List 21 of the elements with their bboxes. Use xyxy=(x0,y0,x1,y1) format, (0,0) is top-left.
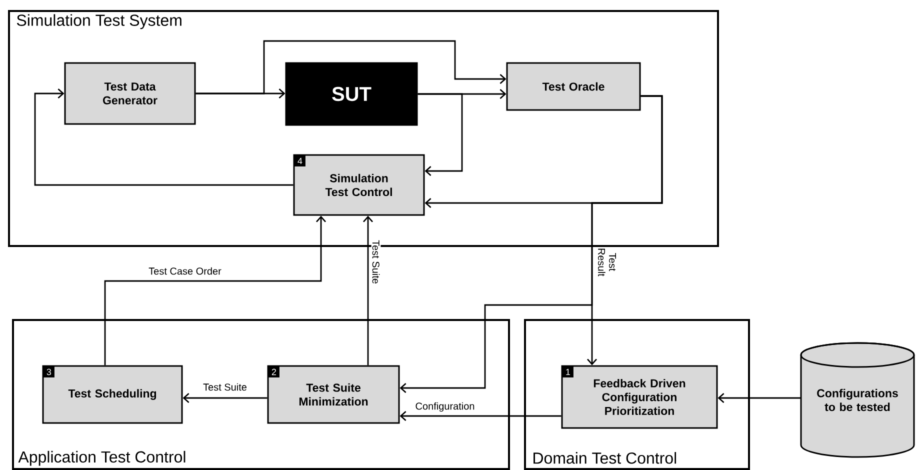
arrow xyxy=(104,216,326,366)
edge-label: Test Case Order xyxy=(148,266,222,276)
arrow xyxy=(400,95,663,394)
process-box: Test Data Generator xyxy=(64,62,196,125)
group-heading: Domain Test Control xyxy=(534,452,676,464)
process-box: Test Oracle xyxy=(506,62,641,111)
arrow xyxy=(34,88,294,186)
arrow xyxy=(418,93,463,176)
database-cylinder: Configurations to be tested xyxy=(800,342,915,458)
process-box: SUT xyxy=(285,62,418,126)
arrow xyxy=(362,216,374,366)
arrow xyxy=(196,40,506,94)
group-heading: Simulation Test System xyxy=(16,14,182,30)
edge-label: Test Result xyxy=(597,247,617,277)
edge-label: Test Suite xyxy=(202,382,248,392)
arrow xyxy=(718,392,801,404)
arrow xyxy=(182,392,268,404)
arrow xyxy=(400,410,562,422)
edge-label: Test Suite xyxy=(371,239,381,285)
group-heading: Application Test Control xyxy=(18,450,186,466)
edge-label: Configuration xyxy=(414,401,476,413)
